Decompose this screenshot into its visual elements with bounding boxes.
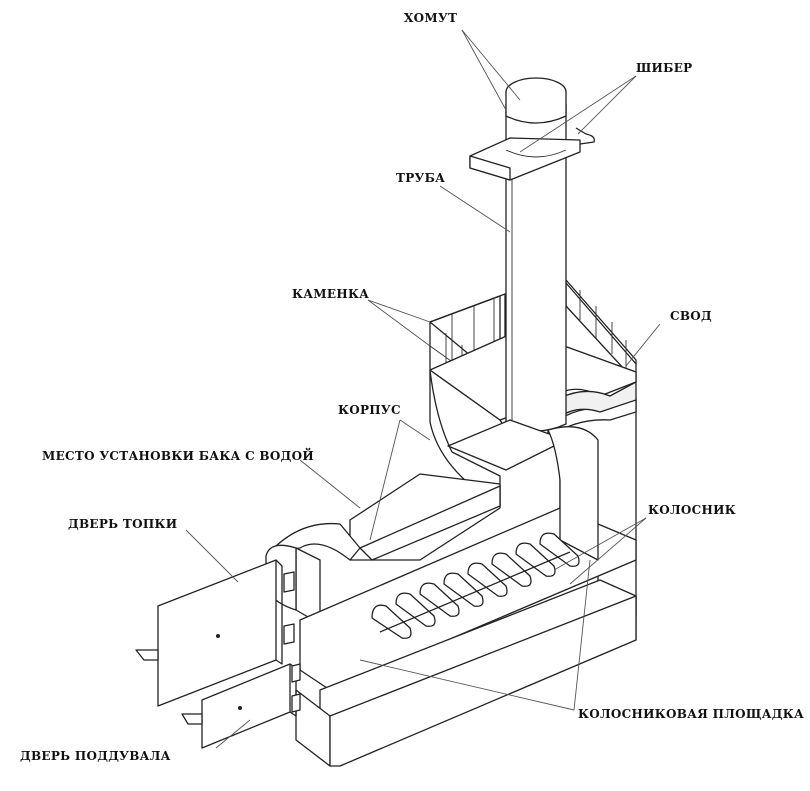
label-tank-place: МЕСТО УСТАНОВКИ БАКА С ВОДОЙ bbox=[42, 447, 314, 463]
grate-bars bbox=[371, 532, 580, 639]
firebox-door bbox=[135, 559, 295, 707]
label-korpus: КОРПУС bbox=[338, 403, 401, 417]
label-khomut: ХОМУТ bbox=[404, 11, 457, 25]
label-ash-door: ДВЕРЬ ПОДДУВАЛА bbox=[20, 749, 171, 763]
label-grate-platform: КОЛОСНИКОВАЯ ПЛОЩАДКА bbox=[578, 707, 804, 721]
label-svod: СВОД bbox=[670, 309, 712, 323]
label-kamenka: КАМЕНКА bbox=[292, 287, 369, 301]
label-firebox-door: ДВЕРЬ ТОПКИ bbox=[68, 517, 177, 531]
stove-body bbox=[265, 369, 567, 625]
label-truba: ТРУБА bbox=[396, 171, 445, 185]
labels: ХОМУТ ШИБЕР ТРУБА КАМЕНКА СВОД КОРПУС МЕ… bbox=[20, 11, 804, 763]
leader-lines bbox=[185, 29, 661, 749]
ash-door bbox=[181, 663, 301, 749]
label-shiber: ШИБЕР bbox=[636, 61, 692, 75]
label-grate: КОЛОСНИК bbox=[648, 503, 736, 517]
